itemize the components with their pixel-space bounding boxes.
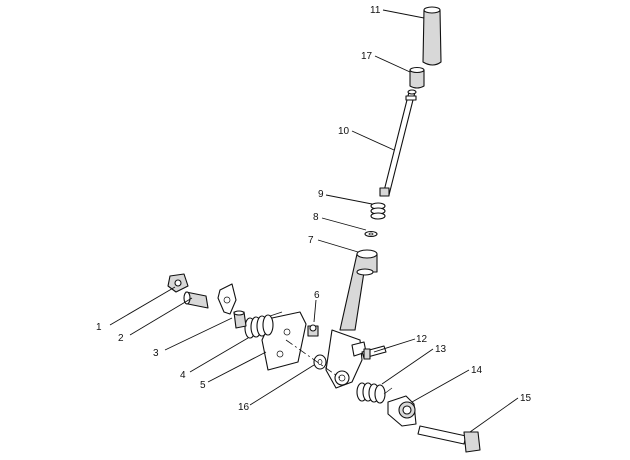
- callout-17: 17: [361, 51, 373, 62]
- callout-8: 8: [313, 212, 319, 223]
- callout-16: 16: [238, 402, 250, 413]
- part-16-washer: [313, 354, 327, 370]
- lever-assembly: [325, 329, 367, 389]
- part-13-spring: [356, 382, 393, 404]
- callout-5: 5: [200, 380, 206, 391]
- callout-2: 2: [118, 333, 124, 344]
- callout-3: 3: [153, 348, 159, 359]
- leader-lines: [109, 9, 519, 433]
- callout-15: 15: [520, 393, 532, 404]
- part-8-washer: [364, 230, 378, 238]
- part-17-bushing: [409, 66, 425, 89]
- callout-11: 11: [370, 5, 381, 16]
- callout-labels: 1 2 3 4 5 6 7 8 9 10 11 12 13 14 15 16 1…: [96, 5, 532, 413]
- callout-1: 1: [96, 322, 102, 333]
- part-4-spring: [244, 311, 283, 339]
- part-6-nut: [307, 324, 319, 337]
- callout-6: 6: [314, 290, 320, 301]
- part-14-bracket: [387, 395, 417, 427]
- part-1-nut: [167, 273, 189, 293]
- callout-13: 13: [435, 344, 447, 355]
- callout-12: 12: [416, 334, 428, 345]
- callout-7: 7: [308, 235, 314, 246]
- callout-4: 4: [180, 370, 186, 381]
- part-7-tube: [339, 249, 378, 331]
- part-15-long-bolt: [417, 425, 481, 453]
- callout-9: 9: [318, 189, 324, 200]
- part-11-handle-grip: [422, 6, 442, 66]
- part-3-spacer: [233, 310, 247, 329]
- assembly-axis-line: [285, 339, 341, 379]
- callout-10: 10: [338, 126, 350, 137]
- callout-14: 14: [471, 365, 483, 376]
- part-2-bushing: [183, 291, 209, 309]
- part-10-rod: [379, 89, 417, 197]
- part-9-spring: [370, 202, 386, 220]
- part-3-bracket: [217, 283, 237, 315]
